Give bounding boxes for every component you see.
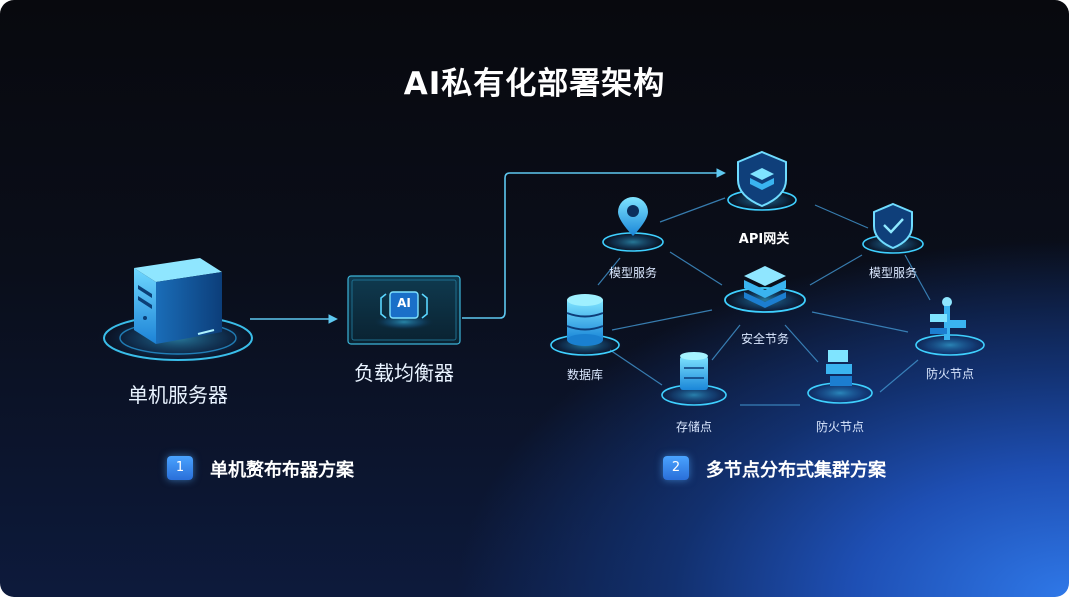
firewall-bottom-label: 防火节点 [815,420,865,434]
cluster-connections [597,197,931,406]
option-1-badge: 1 [167,456,193,480]
link-modelleft-db [597,257,621,286]
option-2-badge: 2 [663,456,689,480]
ai-chip-icon [380,291,428,319]
gateway-label: API网关 [738,232,790,247]
link-security-fwright [811,311,909,333]
server-icon [134,258,222,344]
lb-chip-text: AI [397,296,411,310]
arrow-lb-to-gateway [462,168,726,319]
firewall-right-label: 防火节点 [925,367,975,381]
model-service-shield-icon [873,202,913,250]
link-security-storage [711,324,741,361]
pedestals [547,188,988,407]
model-service-right-label: 模型服务 [868,266,918,280]
database-icon [566,294,604,346]
link-security-fwbottom [784,324,819,363]
single-server-label: 单机服务器 [128,383,228,407]
link-db-security [611,309,713,331]
load-balancer-node [347,275,461,345]
security-layers-icon [744,266,786,308]
load-balancer-label: 负载均衡器 [354,361,454,385]
option-2-label: 多节点分布式集群方案 [706,460,886,481]
model-service-pin-icon [618,197,648,236]
link-db-storage [609,349,663,386]
link-modelright-fwright [904,254,931,301]
storage-label: 存储点 [675,420,713,434]
database-label: 数据库 [566,368,604,382]
link-modelleft-security [669,251,723,286]
option-1-label: 单机赘布布器方案 [210,460,354,481]
link-gateway-modelright [814,204,869,229]
page-title: AI私有化部署架构 [403,66,666,102]
gateway-shield-icon [737,150,787,208]
firewall-right-icon [930,297,966,340]
link-model-gateway [659,197,726,223]
link-fwbottom-fwright [879,359,919,393]
firewall-bottom-icon [826,350,852,386]
link-modelright-security [809,254,863,286]
model-service-left-label: 模型服务 [608,266,658,280]
storage-icon [680,352,708,390]
single-server-node [98,258,258,364]
security-label: 安全节务 [740,332,790,346]
